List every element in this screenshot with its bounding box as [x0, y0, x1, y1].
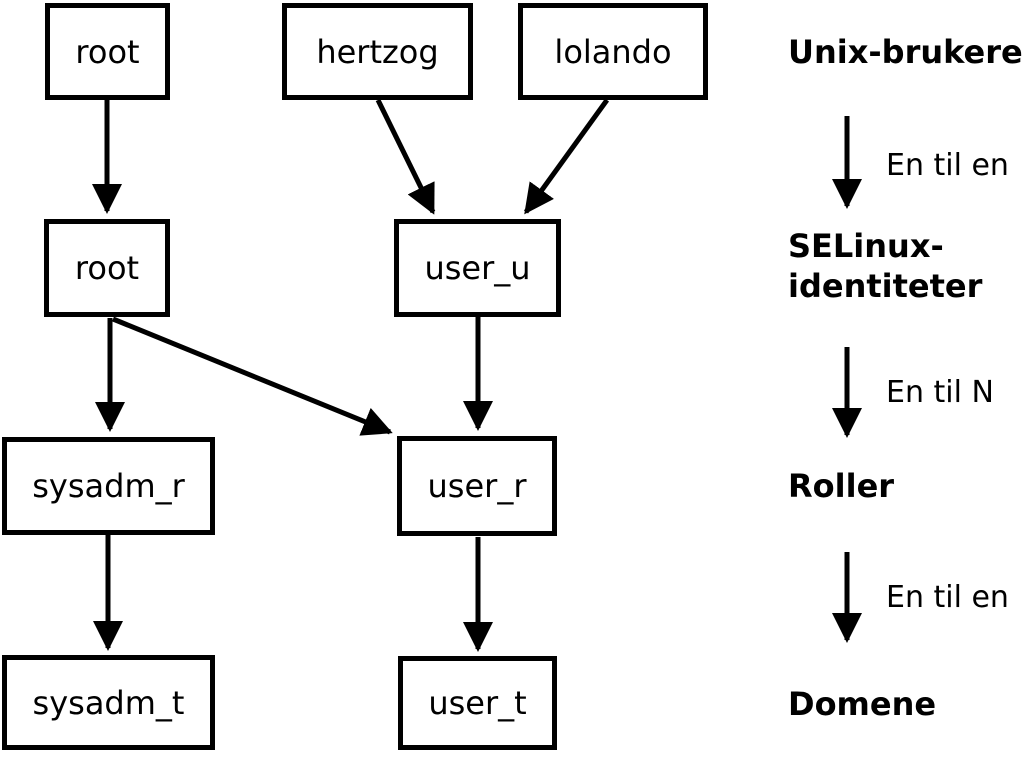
- node-lolando: lolando: [518, 3, 708, 100]
- edge-root-selinux-to-user-r-arrow: [112, 316, 393, 436]
- node-user-r: user_r: [397, 436, 557, 536]
- node-hertzog-label: hertzog: [316, 32, 439, 71]
- node-user-u: user_u: [394, 219, 561, 317]
- node-sysadm-r-label: sysadm_r: [32, 467, 185, 505]
- legend-arrow-label-one-to-n: En til N: [886, 375, 994, 410]
- node-user-t: user_t: [398, 656, 557, 750]
- node-hertzog: hertzog: [282, 3, 473, 100]
- legend-arrow-label-one-to-one-1: En til en: [886, 148, 1009, 183]
- node-lolando-label: lolando: [554, 32, 672, 71]
- legend-level-domains: Domene: [788, 685, 937, 723]
- node-sysadm-t: sysadm_t: [2, 655, 215, 750]
- node-root-unix-label: root: [75, 32, 140, 71]
- node-user-t-label: user_t: [428, 684, 527, 722]
- node-root-selinux: root: [44, 219, 170, 317]
- legend-arrow-label-one-to-one-2: En til en: [886, 580, 1009, 615]
- legend-level-roles: Roller: [788, 467, 895, 505]
- legend-level-unix-users: Unix-brukere: [788, 33, 1023, 71]
- edge-hertzog-to-user-u-arrow: [375, 98, 436, 215]
- node-user-r-label: user_r: [427, 467, 527, 505]
- node-root-selinux-label: root: [74, 249, 140, 287]
- node-sysadm-r: sysadm_r: [2, 437, 215, 535]
- legend-level-selinux-identities: SELinux- identiteter: [788, 227, 983, 305]
- node-root-unix: root: [45, 3, 170, 100]
- node-user-u-label: user_u: [424, 249, 531, 287]
- edge-lolando-to-user-u-arrow: [523, 98, 610, 215]
- node-sysadm-t-label: sysadm_t: [32, 683, 185, 722]
